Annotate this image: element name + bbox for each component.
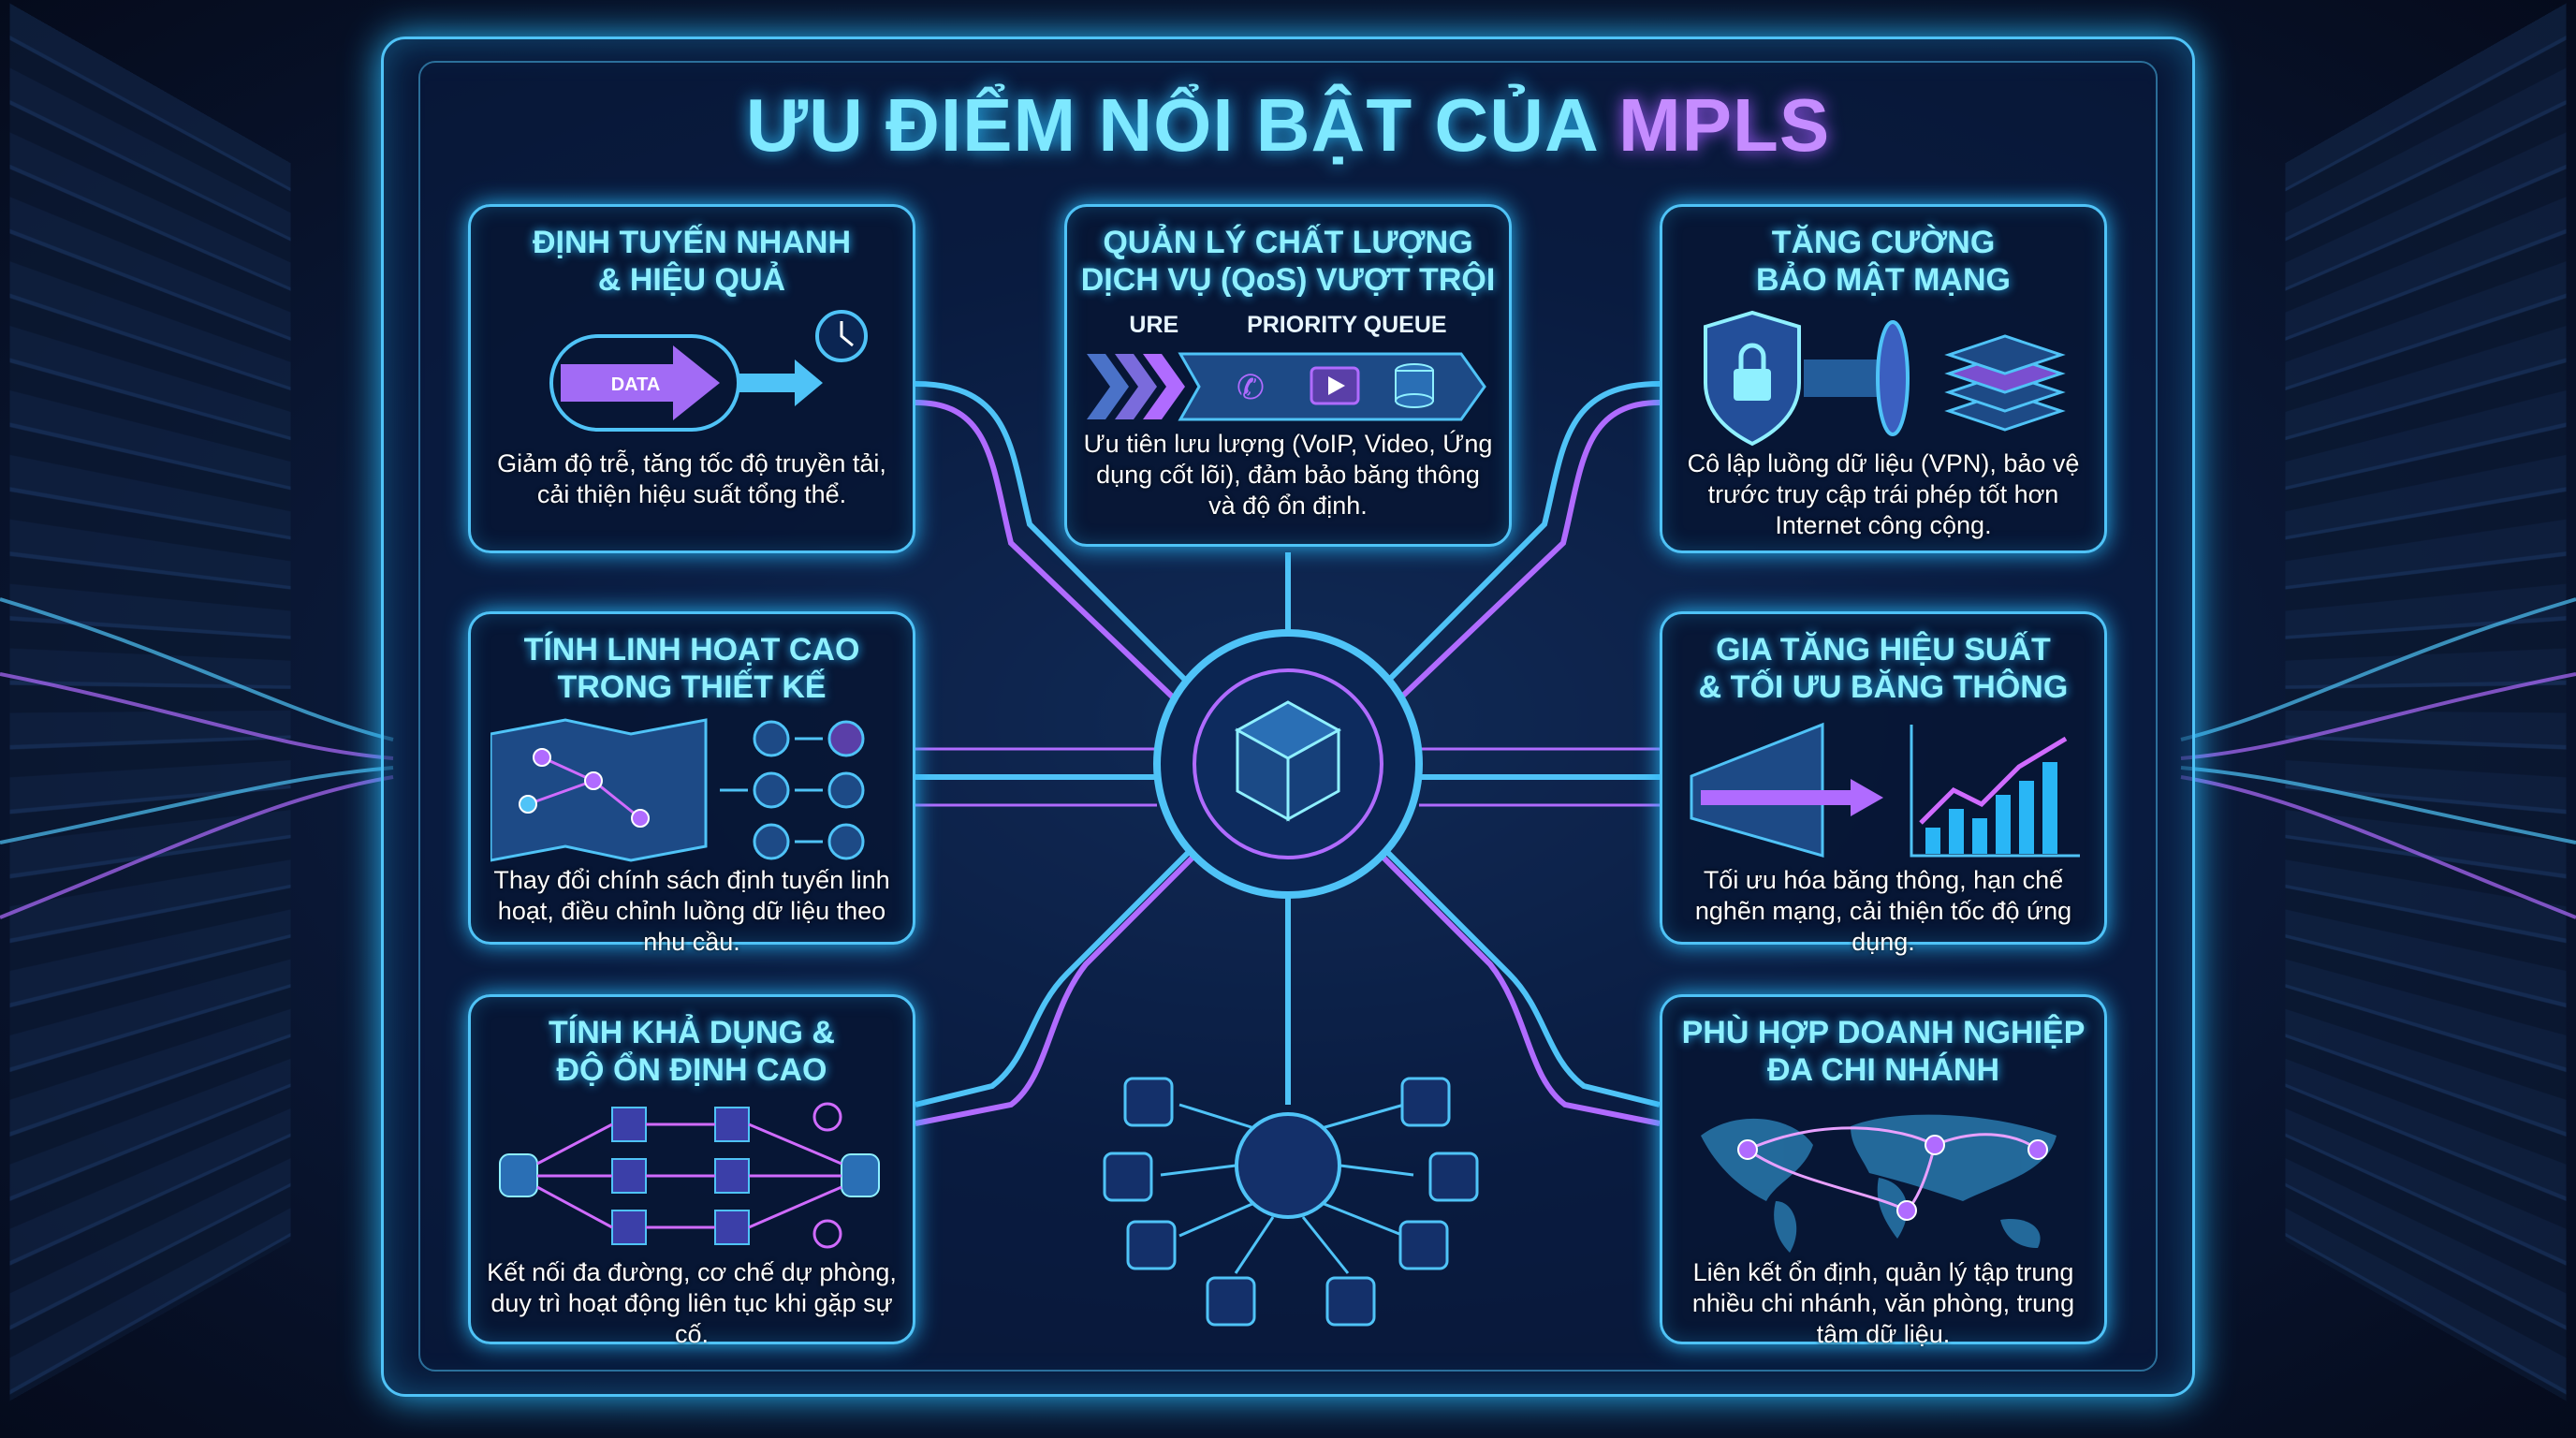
switch-icon (612, 1108, 646, 1141)
card-availability: TÍNH KHẢ DỤNG &ĐỘ ỔN ĐỊNH CAO Kết nối đa… (468, 994, 915, 1344)
branch-icon (1125, 1078, 1172, 1125)
card-title: TÍNH LINH HOẠT CAOTRONG THIẾT KẾ (471, 631, 913, 706)
branch-icon (1208, 1278, 1254, 1325)
route-node-icon (754, 773, 788, 807)
route-node-icon (829, 773, 863, 807)
branch-office-tree (1105, 1078, 1477, 1325)
card-description: Kết nối đa đường, cơ chế dự phòng, duy t… (471, 1257, 913, 1350)
map-icon (490, 720, 706, 860)
bandwidth-illustration (1682, 715, 2085, 865)
database-icon (1396, 364, 1433, 407)
routing-map-illustration (490, 715, 893, 865)
card-title: TĂNG CƯỜNGBẢO MẬT MẠNG (1662, 224, 2104, 299)
card-fast-routing: ĐỊNH TUYẾN NHANH& HIỆU QUẢ DATA Giảm độ … (468, 204, 915, 553)
switch-icon (612, 1159, 646, 1193)
queue-label-ure: URE (1129, 312, 1178, 339)
card-qos: QUẢN LÝ CHẤT LƯỢNGDỊCH VỤ (QoS) VƯỢT TRỘ… (1064, 204, 1512, 547)
phone-icon: ✆ (1237, 368, 1265, 406)
card-description: Liên kết ổn định, quản lý tập trung nhiề… (1662, 1257, 2104, 1350)
office-marker-icon (1897, 1201, 1916, 1220)
branch-icon (1400, 1222, 1447, 1269)
branch-icon (1128, 1222, 1175, 1269)
card-title: ĐỊNH TUYẾN NHANH& HIỆU QUẢ (471, 224, 913, 299)
route-node-icon (754, 722, 788, 756)
card-performance: GIA TĂNG HIỆU SUẤT& TỐI ƯU BĂNG THÔNG Tố… (1660, 611, 2107, 945)
route-node-icon (829, 825, 863, 858)
priority-queue-illustration: ✆ (1087, 345, 1489, 429)
world-map-illustration (1682, 1098, 2085, 1257)
card-multi-branch: PHÙ HỢP DOANH NGHIỆPĐA CHI NHÁNH Liên kế… (1660, 994, 2107, 1344)
route-node-icon (754, 825, 788, 858)
queue-label-priority: PRIORITY QUEUE (1247, 312, 1446, 339)
card-title: QUẢN LÝ CHẤT LƯỢNGDỊCH VỤ (QoS) VƯỢT TRỘ… (1067, 224, 1509, 299)
connector-bottom-right (1359, 824, 1660, 1105)
office-marker-icon (1738, 1140, 1757, 1159)
data-label: DATA (611, 374, 661, 395)
headquarters-building-icon (1237, 1114, 1339, 1217)
redundant-paths-illustration (490, 1098, 893, 1257)
vpn-security-illustration (1687, 308, 2080, 448)
switch-icon (715, 1108, 749, 1141)
card-security: TĂNG CƯỜNGBẢO MẬT MẠNG Cô lập luồng dữ l… (1660, 204, 2107, 553)
card-title: TÍNH KHẢ DỤNG &ĐỘ ỔN ĐỊNH CAO (471, 1014, 913, 1089)
database-icon (500, 1154, 537, 1196)
card-title: GIA TĂNG HIỆU SUẤT& TỐI ƯU BĂNG THÔNG (1662, 631, 2104, 706)
branch-icon (1327, 1278, 1374, 1325)
card-description: Tối ưu hóa băng thông, hạn chế nghẽn mạn… (1662, 865, 2104, 958)
branch-icon (1402, 1078, 1449, 1125)
route-node-icon (829, 722, 863, 756)
branch-icon (1430, 1153, 1477, 1200)
database-icon (842, 1154, 879, 1196)
card-description: Thay đổi chính sách định tuyến linh hoạt… (471, 865, 913, 958)
card-title: PHÙ HỢP DOANH NGHIỆPĐA CHI NHÁNH (1662, 1014, 2104, 1089)
switch-icon (612, 1211, 646, 1244)
data-tunnel-illustration: DATA (495, 308, 888, 448)
office-marker-icon (1925, 1136, 1944, 1154)
card-description: Giảm độ trễ, tăng tốc độ truyền tải, cải… (471, 448, 913, 510)
connector-bottom-left (915, 824, 1217, 1105)
card-description: Cô lập luồng dữ liệu (VPN), bảo vệ trước… (1662, 448, 2104, 541)
switch-icon (715, 1159, 749, 1193)
card-flexibility: TÍNH LINH HOẠT CAOTRONG THIẾT KẾ Thay đổ… (468, 611, 915, 945)
growth-chart-icon (1911, 725, 2080, 856)
branch-icon (1105, 1153, 1151, 1200)
card-description: Ưu tiên lưu lượng (VoIP, Video, Ứng dụng… (1067, 429, 1509, 521)
layers-icon (1949, 336, 2061, 430)
switch-icon (715, 1211, 749, 1244)
office-marker-icon (2028, 1140, 2047, 1159)
